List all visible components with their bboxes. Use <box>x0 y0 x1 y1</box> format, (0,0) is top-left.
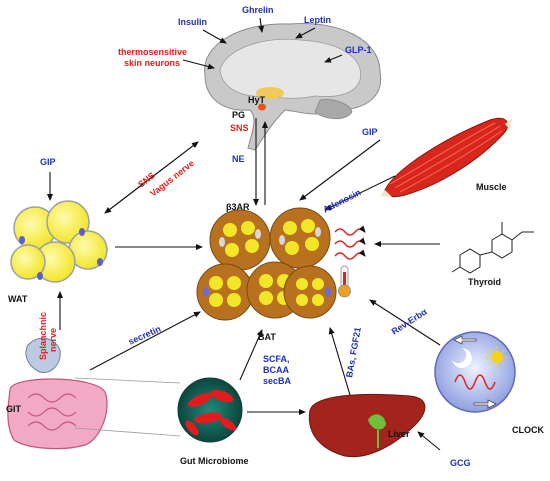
label-hyt: HyT <box>248 95 266 105</box>
label-wat: WAT <box>8 294 28 304</box>
arrows <box>47 17 441 451</box>
hypothalamus-highlight <box>256 87 284 99</box>
moon-icon <box>452 348 472 368</box>
arrow-insulin <box>202 29 227 44</box>
label-gcg: GCG <box>450 458 471 468</box>
label-bcaa: BCAA <box>263 365 289 375</box>
label-nerve: nerve <box>48 328 58 352</box>
label-scfa: SCFA, <box>263 354 290 364</box>
wat-illustration <box>10 200 108 283</box>
cycle-arrow-icon <box>473 399 497 409</box>
arrow-ghrelin <box>258 17 265 33</box>
label-secba: secBA <box>263 376 292 386</box>
thyroid-molecule <box>451 222 534 274</box>
label-thermosensitive: thermosensitive <box>118 47 187 57</box>
microbiome-illustration <box>177 377 243 443</box>
muscle-illustration <box>380 117 512 198</box>
rhythm-wave-icon <box>454 374 496 390</box>
arrow-brain-to-wat <box>104 141 199 214</box>
label-git: GIT <box>6 404 22 414</box>
label-bas-fgf21: BAs, FGF21 <box>344 326 363 378</box>
label-sns-brain: SNS <box>230 123 249 133</box>
git-illustration <box>7 337 108 450</box>
label-gut-microbiome: Gut Microbiome <box>180 456 249 466</box>
arrow-gcg-liver <box>417 431 441 451</box>
label-gip-muscle: GIP <box>362 127 378 137</box>
brain-illustration <box>204 22 382 151</box>
bat-cell <box>283 265 337 319</box>
label-insulin: Insulin <box>178 17 207 27</box>
label-clock: CLOCK <box>512 425 544 435</box>
bat-cell <box>196 263 254 321</box>
bat-cell <box>209 209 271 271</box>
cycle-arrow-icon <box>453 335 477 345</box>
label-muscle: Muscle <box>476 182 507 192</box>
arrow-thermosensitive <box>182 59 215 70</box>
label-thyroid: Thyroid <box>468 277 501 287</box>
label-adenosin: Adenosin <box>321 187 362 215</box>
sun-icon <box>486 346 508 368</box>
label-leptin: Leptin <box>304 15 331 25</box>
arrow-gip-muscle <box>299 139 381 201</box>
label-gip-wat: GIP <box>40 157 56 167</box>
label-liver: Liver <box>388 429 410 439</box>
bat-cell <box>269 207 331 269</box>
label-ghrelin: Ghrelin <box>242 5 274 15</box>
label-pg: PG <box>232 110 245 120</box>
label-splanchnic: Splanchnic <box>38 312 48 360</box>
thermometer-icon <box>338 265 351 298</box>
label-rev-erb: Rev-Erbα <box>390 306 429 336</box>
arrow-git-to-bat <box>89 311 201 371</box>
arrow-leptin <box>295 27 316 39</box>
arrow-muscle-to-bat <box>324 175 396 211</box>
pituitary-highlight <box>258 103 266 111</box>
gallbladder-icon <box>368 414 386 430</box>
label-glp1: GLP-1 <box>345 45 372 55</box>
liver-illustration <box>308 393 426 458</box>
heat-waves-icon <box>334 225 366 260</box>
label-ne: NE <box>232 154 245 164</box>
label-skin-neurons: skin neurons <box>124 58 180 68</box>
label-b3ar: β3AR <box>226 202 250 212</box>
arrow-clock-to-bat <box>369 299 441 346</box>
clock-illustration <box>434 331 516 413</box>
arrow-microbiome-to-bat <box>239 329 263 381</box>
arrow-liver-to-bat <box>328 327 351 396</box>
label-bat: BAT <box>258 332 276 342</box>
bat-illustration <box>196 207 337 321</box>
arrow-glp1 <box>324 54 343 63</box>
